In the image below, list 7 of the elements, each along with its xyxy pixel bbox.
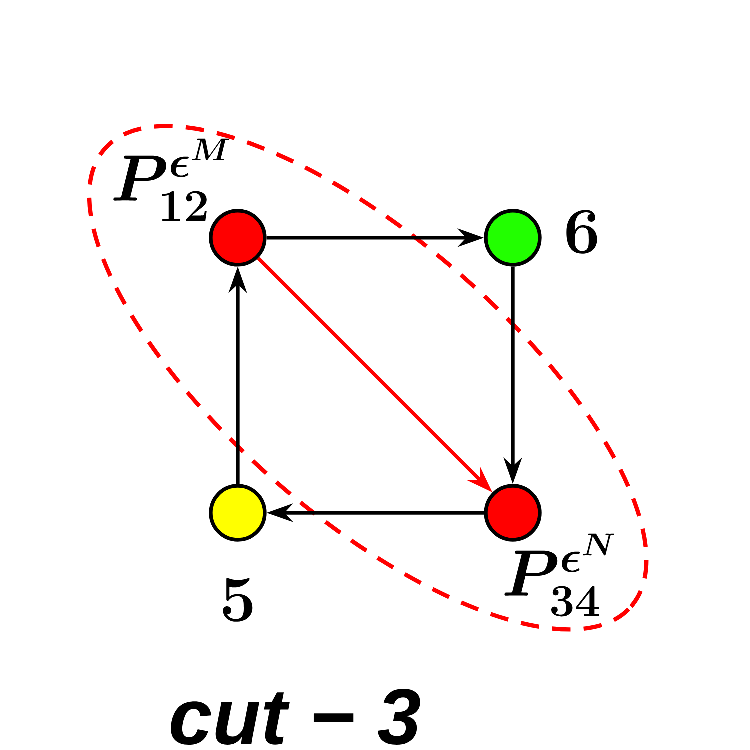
- node-label: $P_{34}^{\epsilon^{N}}$: [504, 534, 614, 617]
- caption: cut − 3: [171, 689, 420, 745]
- circle-node: [484, 209, 542, 267]
- node-label: $6$: [566, 210, 598, 254]
- circle-node: [209, 484, 267, 542]
- node-label: $5$: [223, 578, 253, 622]
- node-label: $P_{12}^{\epsilon^{M}}$: [114, 138, 230, 222]
